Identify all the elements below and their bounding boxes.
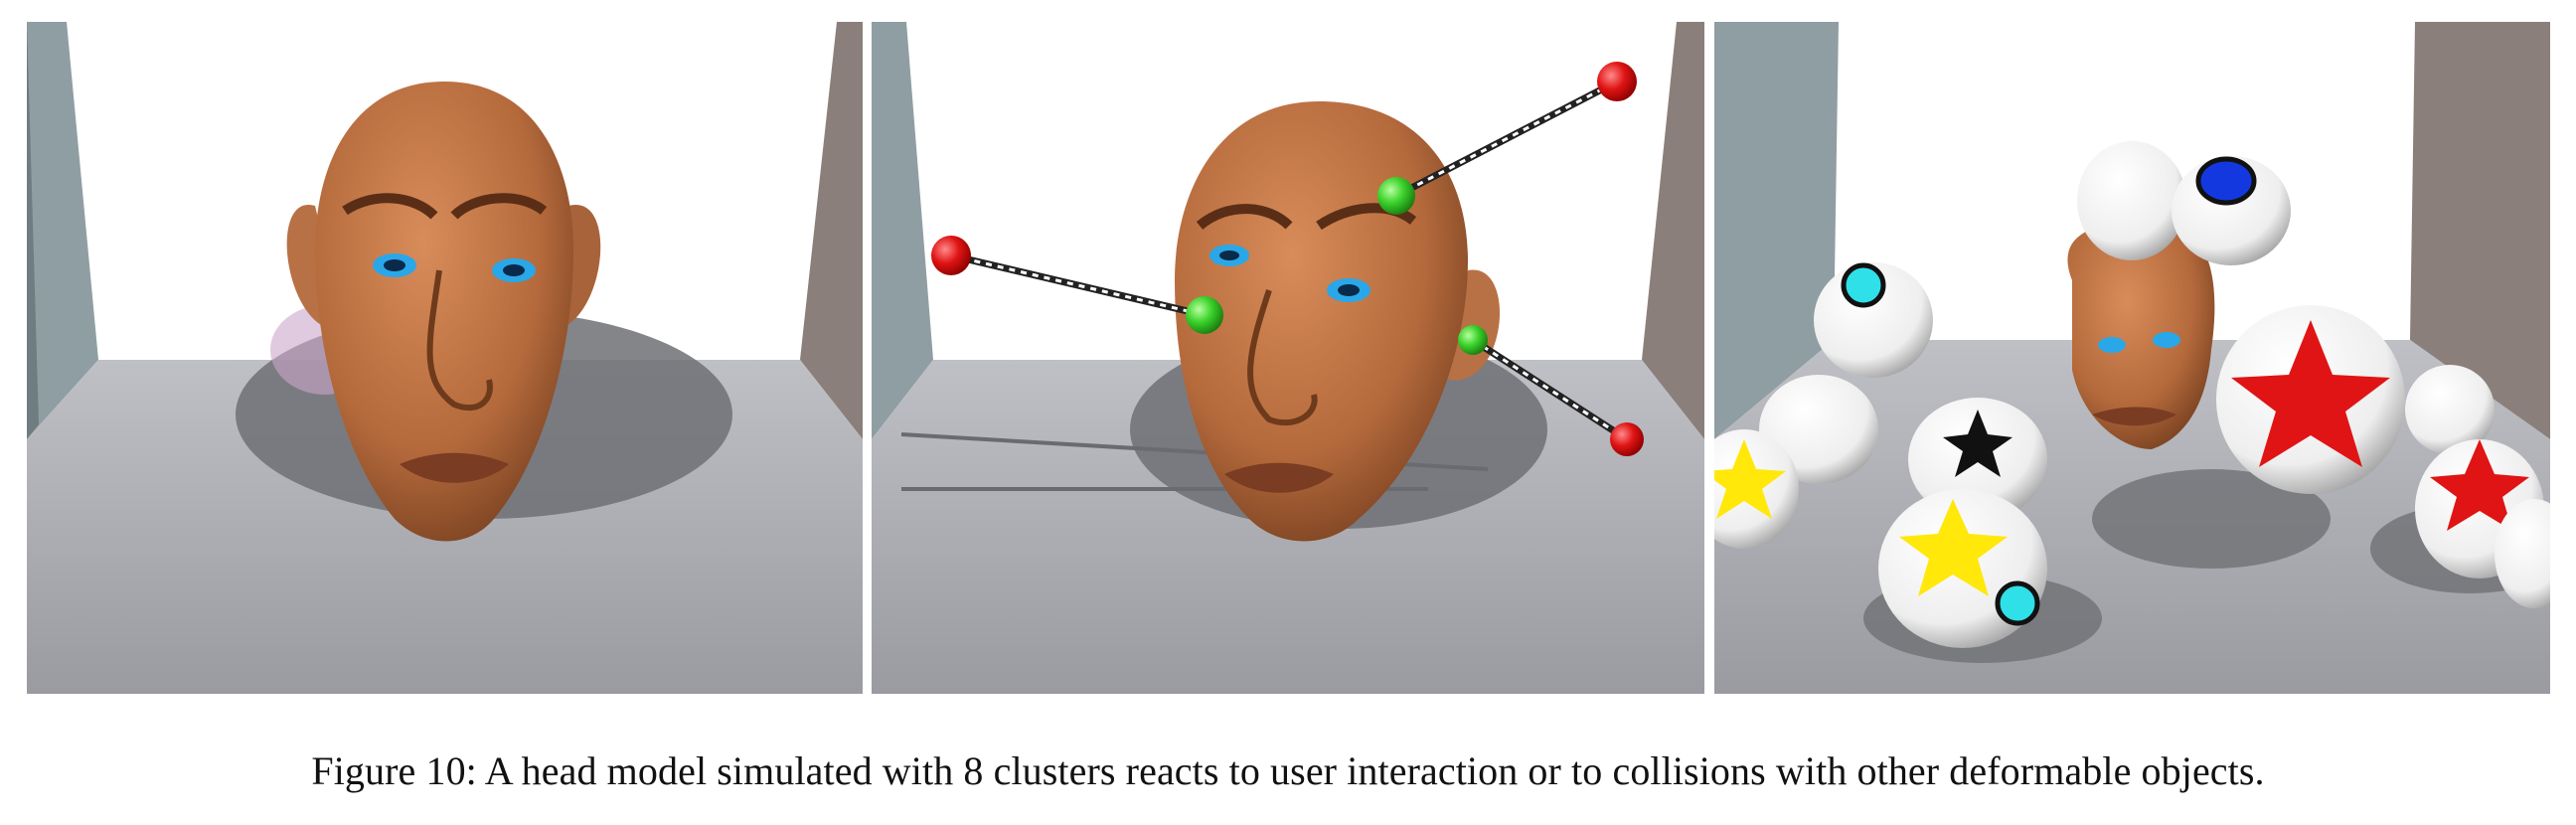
head-user-interaction-render — [872, 22, 1704, 694]
interaction-handles — [931, 62, 1644, 456]
panel-head-collision-with-balls — [1714, 22, 2550, 694]
deformable-balls — [1714, 141, 2550, 648]
figure-caption: Figure 10: A head model simulated with 8… — [311, 748, 2265, 793]
head-at-rest-render — [27, 22, 863, 694]
panel-head-at-rest — [27, 22, 863, 694]
head-model — [286, 82, 601, 542]
head-model — [2067, 221, 2215, 449]
head-collision-render — [1714, 22, 2550, 694]
panel-head-user-interaction — [872, 22, 1704, 694]
